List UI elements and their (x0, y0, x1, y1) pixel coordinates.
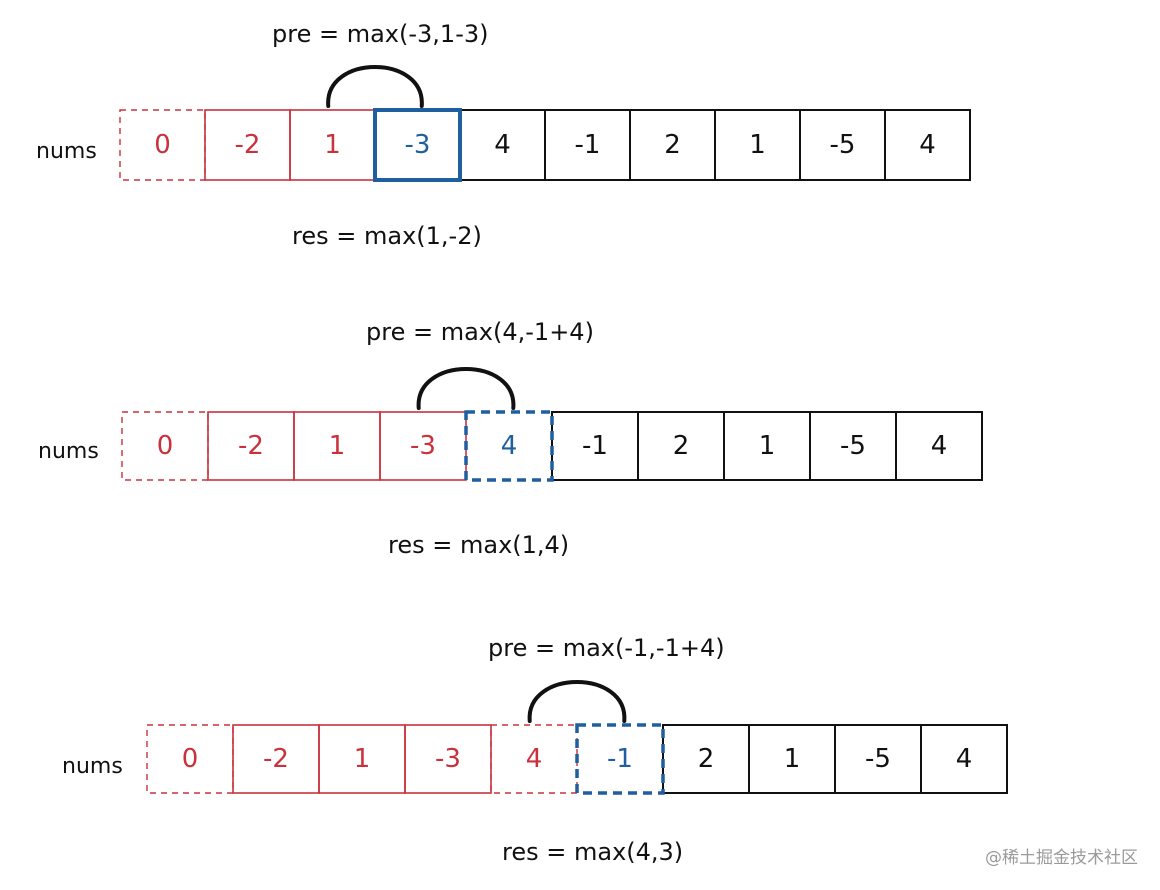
cell-value: 0 (182, 744, 199, 774)
cell-value: -1 (607, 744, 633, 774)
cell-value: 1 (784, 744, 801, 774)
res-formula: res = max(4,3) (502, 838, 683, 866)
array-cell (119, 109, 206, 181)
nums-label: nums (62, 754, 123, 779)
cell-value: 4 (494, 130, 511, 160)
pre-formula: pre = max(4,-1+4) (366, 318, 594, 346)
cell-value: -1 (575, 130, 601, 160)
pre-formula: pre = max(-3,1-3) (272, 20, 488, 48)
array-cell (575, 723, 665, 795)
cell-value: 1 (749, 130, 766, 160)
cell-value: -2 (235, 130, 261, 160)
cell-value: 1 (324, 130, 341, 160)
cell-value: 1 (759, 431, 776, 461)
array-cell (884, 109, 971, 181)
cell-value: 0 (154, 130, 171, 160)
array-cell (920, 724, 1008, 794)
nums-label: nums (36, 139, 97, 164)
cell-value: -2 (263, 744, 289, 774)
cell-value: 4 (956, 744, 973, 774)
cell-value: 1 (329, 431, 346, 461)
cell-value: -3 (410, 431, 436, 461)
cell-value: -5 (865, 744, 891, 774)
array-row-1: nums pre = max(-3,1-3) res = max(1,-2) 4 -1 2… (36, 20, 971, 250)
transition-arc (416, 367, 516, 410)
transition-arc (527, 680, 627, 723)
array-row-2: nums pre = max(4,-1+4) res = max(1,4) -1 2 1 -… (38, 318, 983, 559)
array-cell (404, 724, 492, 794)
cell-value: -3 (435, 744, 461, 774)
cell-value: -3 (405, 130, 431, 160)
cell-value: -1 (582, 431, 608, 461)
cell-value: 4 (931, 431, 948, 461)
cell-value: 1 (354, 744, 371, 774)
cell-value: 4 (919, 130, 936, 160)
transition-arc (326, 65, 424, 108)
res-formula: res = max(1,4) (388, 531, 569, 559)
res-formula: res = max(1,-2) (292, 222, 482, 250)
cell-value: 2 (664, 130, 681, 160)
cell-value: 2 (698, 744, 715, 774)
cell-value: 0 (157, 431, 174, 461)
array-cell (373, 108, 462, 182)
cell-value: 4 (526, 744, 543, 774)
cell-value: -2 (238, 431, 264, 461)
array-cell (895, 411, 983, 481)
cell-value: -5 (830, 130, 856, 160)
pre-formula: pre = max(-1,-1+4) (488, 634, 725, 662)
watermark: @稀土掘金技术社区 (985, 848, 1138, 868)
array-row-3: nums pre = max(-1,-1+4) res = max(4,3) 2 1 -5… (62, 634, 1008, 866)
cell-value: 4 (501, 431, 518, 461)
array-cell (464, 410, 554, 482)
nums-label: nums (38, 439, 99, 464)
cell-value: 2 (673, 431, 690, 461)
cell-value: -5 (840, 431, 866, 461)
